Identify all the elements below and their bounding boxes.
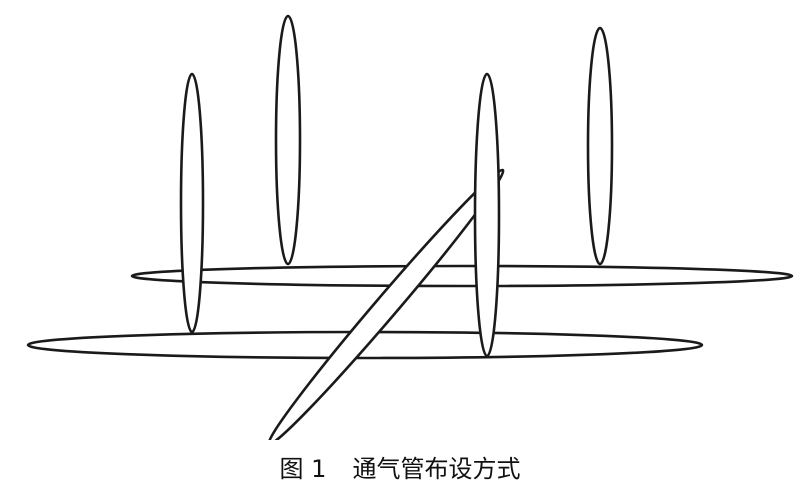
figure-caption: 图 1 通气管布设方式 [0,446,800,486]
diagonal-pipe [267,168,505,440]
vertical-pipe-1 [179,72,205,334]
horizontal-pipe-back [130,264,794,288]
pipe-layout-diagram [26,14,794,440]
vertical-pipe-4 [586,26,614,266]
figure-title: 通气管布设方式 [352,454,521,483]
figure-label: 图 1 [279,454,327,483]
vertical-pipe-2 [274,14,302,266]
vertical-pipe-3 [473,72,501,358]
